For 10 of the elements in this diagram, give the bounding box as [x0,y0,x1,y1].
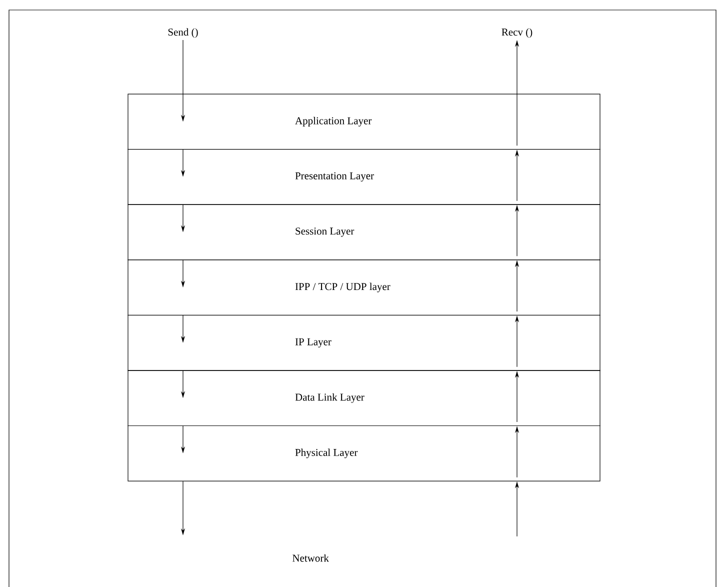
layer-box: IP Layer [128,314,600,371]
layer-box: Data Link Layer [128,370,600,426]
layer-box: IPP / TCP / UDP layer [128,260,600,316]
layer-box: Session Layer [128,204,600,260]
layer-box: Application Layer [128,94,600,150]
layer-box: Presentation Layer [128,148,600,205]
network-label: Network [292,554,329,562]
layer-box: Physical Layer [128,425,600,482]
function-label: Send () [168,28,198,38]
function-label: Recv () [502,28,532,38]
